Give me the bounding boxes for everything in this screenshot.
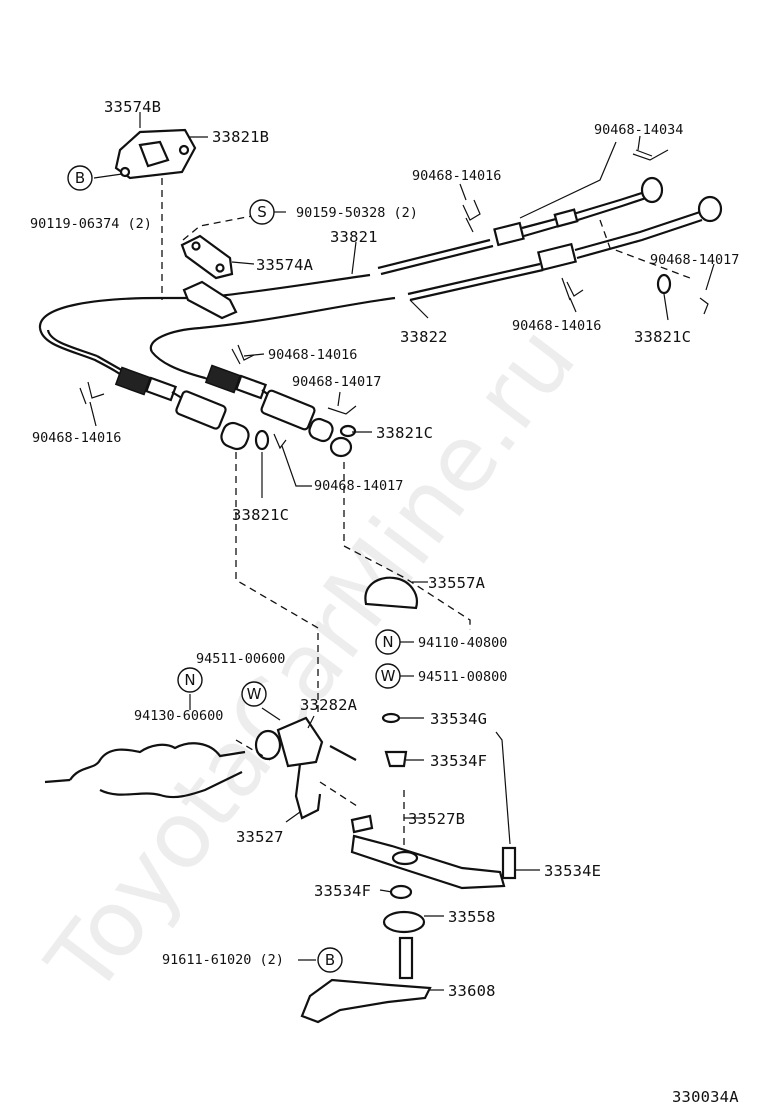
callout-33558: 33558 <box>448 908 496 926</box>
symbol-N-left: N <box>177 667 203 693</box>
callout-33534F-b: 33534F <box>314 882 371 900</box>
callout-33822: 33822 <box>400 328 448 346</box>
callout-33821C-c: 33821C <box>232 506 289 524</box>
callout-91611-61020: 91611-61020 (2) <box>162 952 284 968</box>
callout-90468-14016-a: 90468-14016 <box>412 168 501 184</box>
symbol-N-right: N <box>375 629 401 655</box>
symbol-W-left: W <box>241 681 267 707</box>
svg-text:N: N <box>382 633 393 651</box>
select-cable-33822 <box>149 195 723 380</box>
callout-90468-14016-d: 90468-14016 <box>32 430 121 446</box>
callout-33821: 33821 <box>330 228 378 246</box>
symbol-B-top: B <box>67 165 93 191</box>
callout-33821B: 33821B <box>212 128 269 146</box>
bracket-33574A <box>180 234 238 320</box>
callout-94511-00800: 94511-00800 <box>418 669 507 685</box>
bracket-33574B <box>114 128 197 180</box>
callout-90468-14016-c: 90468-14016 <box>268 347 357 363</box>
callout-90468-14017-c: 90468-14017 <box>314 478 403 494</box>
callout-33527B: 33527B <box>408 810 465 828</box>
callout-94130-60600: 94130-60600 <box>134 708 223 724</box>
callout-33574A: 33574A <box>256 256 314 274</box>
callout-33557A: 33557A <box>428 574 486 592</box>
symbol-B-bottom: B <box>317 947 343 973</box>
svg-text:W: W <box>247 685 262 703</box>
callout-labels: 33574B 33821B 90119-06374 (2) 90159-5032… <box>30 98 739 1106</box>
svg-text:B: B <box>75 169 85 187</box>
diagram-code: 330034A <box>672 1088 739 1106</box>
callout-90468-14034: 90468-14034 <box>594 122 683 138</box>
callout-33527: 33527 <box>236 828 284 846</box>
symbol-S: S <box>249 199 275 225</box>
callout-33534E: 33534E <box>544 862 601 880</box>
knob-33557A <box>364 576 418 610</box>
washer-group <box>254 273 672 451</box>
leader-lines <box>89 112 715 991</box>
callout-33282A: 33282A <box>300 696 358 714</box>
callout-94511-00600: 94511-00600 <box>196 651 285 667</box>
callout-33821C-b: 33821C <box>376 424 433 442</box>
callout-90119-06374: 90119-06374 (2) <box>30 216 152 232</box>
callout-33534G: 33534G <box>430 710 487 728</box>
callout-33574B: 33574B <box>104 98 161 116</box>
svg-text:N: N <box>184 671 195 689</box>
cable-end-assemblies <box>96 355 353 458</box>
linkage-assembly <box>44 712 517 1024</box>
clip-group <box>79 149 709 450</box>
callout-33534F-a: 33534F <box>430 752 487 770</box>
symbol-W-right: W <box>375 663 401 689</box>
callout-90468-14017-a: 90468-14017 <box>650 252 739 268</box>
callout-33608: 33608 <box>448 982 496 1000</box>
callout-90468-14016-b: 90468-14016 <box>512 318 601 334</box>
callout-94110-40800: 94110-40800 <box>418 635 507 651</box>
svg-text:S: S <box>257 203 267 221</box>
svg-text:W: W <box>381 667 396 685</box>
callout-90159-50328: 90159-50328 (2) <box>296 205 418 221</box>
svg-text:B: B <box>325 951 335 969</box>
callout-90468-14017-b: 90468-14017 <box>292 374 381 390</box>
callout-33821C-a: 33821C <box>634 328 691 346</box>
